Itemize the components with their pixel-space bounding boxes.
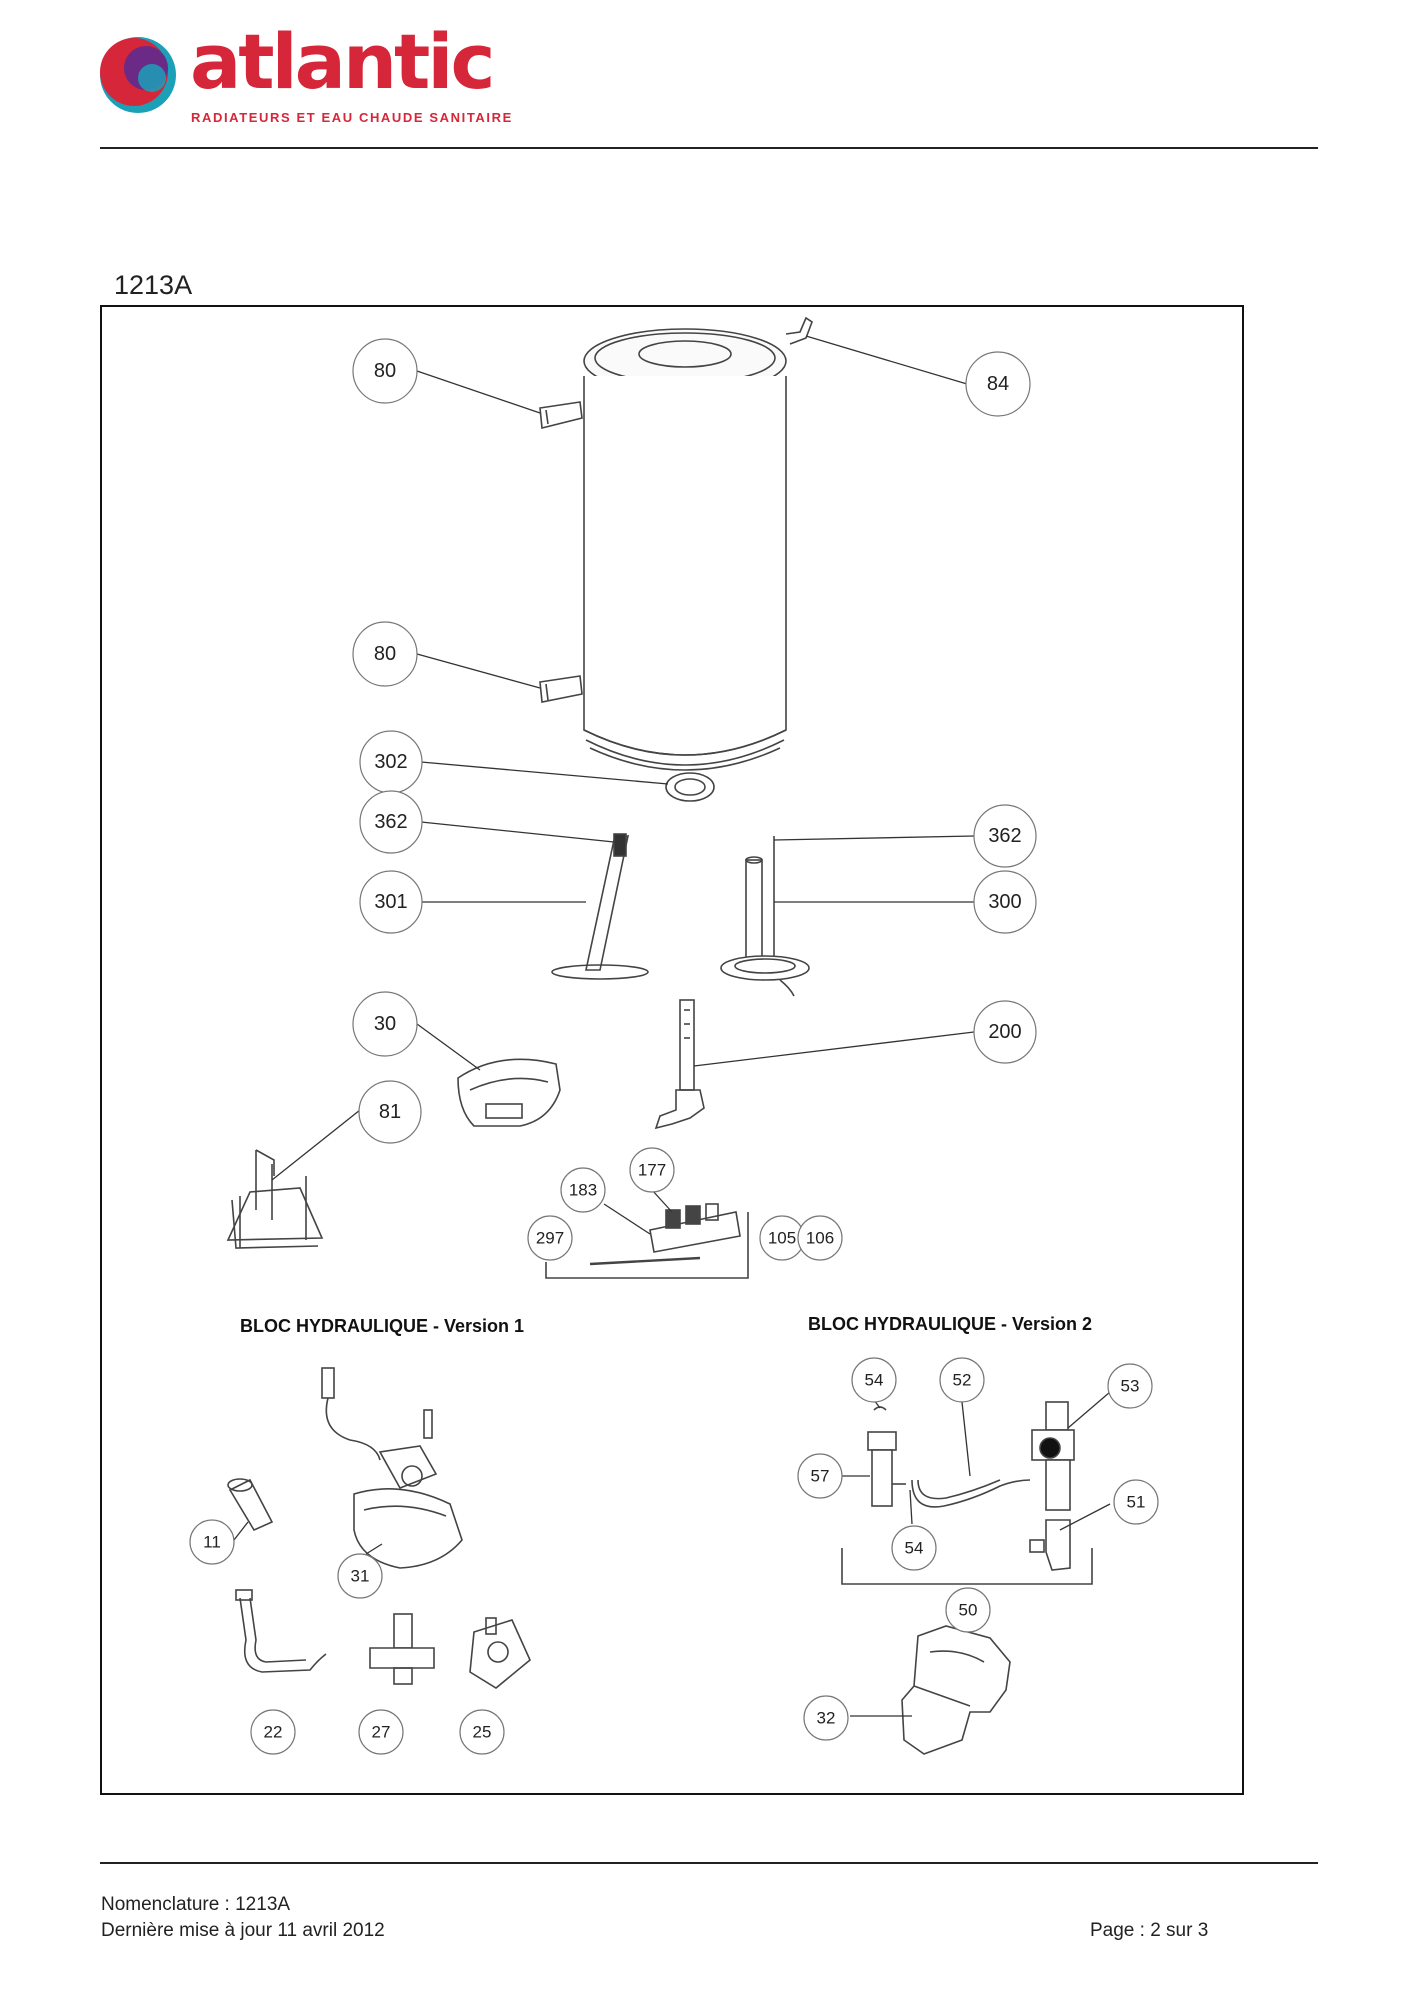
callout-51: 51 <box>1127 1493 1146 1512</box>
callout-52: 52 <box>953 1371 972 1390</box>
callout-57: 57 <box>811 1467 830 1486</box>
footer-rule <box>100 1862 1318 1864</box>
section-title-version-1: BLOC HYDRAULIQUE - Version 1 <box>240 1316 524 1336</box>
callout-54-top: 54 <box>865 1371 884 1390</box>
leader-lines <box>233 335 1111 1717</box>
water-heater-tank-icon <box>583 328 787 771</box>
callout-362-left: 362 <box>374 811 407 833</box>
callout-177: 177 <box>638 1161 666 1180</box>
brand-tagline: RADIATEURS ET EAU CHAUDE SANITAIRE <box>191 110 513 125</box>
callout-81: 81 <box>379 1101 401 1123</box>
callout-32: 32 <box>817 1709 836 1728</box>
thermostat-icon <box>654 999 705 1130</box>
exploded-view-frame <box>100 305 1244 1795</box>
callout-54-bottom: 54 <box>905 1539 924 1558</box>
support-bracket-32-icon <box>901 1625 1011 1755</box>
footer-nomenclature: Nomenclature : 1213A <box>101 1894 291 1915</box>
callout-25: 25 <box>473 1723 492 1742</box>
callout-80-top: 80 <box>374 360 396 382</box>
callout-circles <box>189 338 1159 1755</box>
document-id: 1213A <box>114 270 193 300</box>
electronic-board-icon <box>589 1203 741 1266</box>
logo-mark-icon <box>100 37 176 113</box>
callout-27: 27 <box>372 1723 391 1742</box>
header-rule <box>100 147 1318 149</box>
anode-tube-icon <box>551 833 649 980</box>
heating-element-icon <box>720 836 810 997</box>
callout-362-right: 362 <box>988 825 1021 847</box>
callout-302: 302 <box>374 751 407 773</box>
pipe-fitting-11-icon <box>227 1478 274 1532</box>
callout-11: 11 <box>203 1533 221 1552</box>
floor-stand-icon <box>226 1149 324 1249</box>
footer-last-updated: Dernière mise à jour 11 avril 2012 <box>101 1920 385 1941</box>
wall-bracket-icon <box>539 316 813 703</box>
callout-80-bottom: 80 <box>374 643 396 665</box>
flange-gasket-icon <box>665 772 715 802</box>
callout-301: 301 <box>374 891 407 913</box>
callout-50: 50 <box>959 1601 978 1620</box>
hydraulic-block-v1-icon <box>321 1367 463 1569</box>
footer-page-number: Page : 2 sur 3 <box>1090 1920 1209 1941</box>
group-bracket-v2 <box>841 1548 1093 1585</box>
group-bracket <box>545 1212 749 1279</box>
cover-shell-icon <box>457 1058 561 1127</box>
callout-31: 31 <box>351 1567 370 1586</box>
atlantic-logo: atlantic RADIATEURS ET EAU CHAUDE SANITA… <box>98 24 518 130</box>
mixing-valve-27-icon <box>369 1613 435 1685</box>
brand-name: atlantic <box>190 17 495 106</box>
callout-84: 84 <box>987 373 1009 395</box>
callout-300: 300 <box>988 891 1021 913</box>
hydraulic-block-v2-icon <box>867 1401 1075 1571</box>
callout-22: 22 <box>264 1723 283 1742</box>
callout-105: 105 <box>768 1229 796 1248</box>
callout-30: 30 <box>374 1013 396 1035</box>
callout-106: 106 <box>806 1229 834 1248</box>
callout-53: 53 <box>1121 1377 1140 1396</box>
siphon-pipe-22-icon <box>235 1589 327 1673</box>
callout-183: 183 <box>569 1181 597 1200</box>
safety-group-25-icon <box>469 1617 531 1689</box>
section-title-version-2: BLOC HYDRAULIQUE - Version 2 <box>808 1314 1092 1334</box>
callout-200: 200 <box>988 1021 1021 1043</box>
callout-labels: 80 84 80 302 362 301 362 300 30 200 81 1… <box>203 360 1145 1742</box>
callout-297: 297 <box>536 1229 564 1248</box>
